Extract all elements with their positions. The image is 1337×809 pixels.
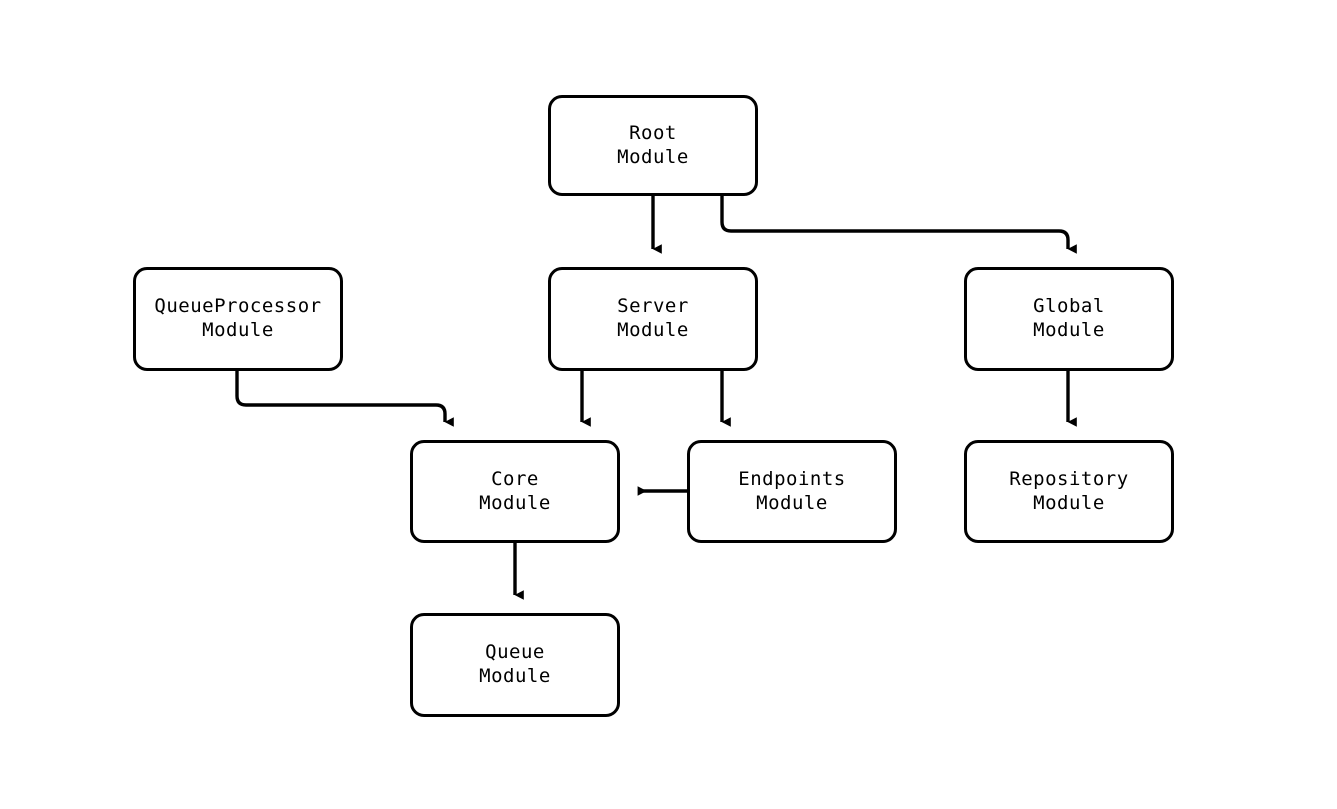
node-label-endpoints-module: Endpoints Module (738, 467, 846, 514)
node-label-core-module: Core Module (479, 467, 551, 514)
node-global-module[interactable]: Global Module (964, 267, 1174, 371)
node-label-queue-module: Queue Module (479, 641, 551, 687)
node-label-server-module: Server Module (617, 295, 689, 341)
node-label-repository-module: Repository Module (1009, 467, 1129, 514)
node-root-module[interactable]: Root Module (548, 95, 758, 196)
node-core-module[interactable]: Core Module (410, 440, 620, 543)
node-repository-module[interactable]: Repository Module (964, 440, 1174, 543)
edge-queueprocessor-to-core (235, 371, 454, 427)
node-queueprocessor-module[interactable]: QueueProcessor Module (133, 267, 343, 371)
node-server-module[interactable]: Server Module (548, 267, 758, 371)
node-endpoints-module[interactable]: Endpoints Module (687, 440, 897, 543)
node-label-global-module: Global Module (1033, 295, 1105, 341)
node-label-root-module: Root Module (617, 121, 689, 168)
node-queue-module[interactable]: Queue Module (410, 613, 620, 717)
edge-root-to-global (720, 196, 1077, 254)
node-label-queueprocessor-module: QueueProcessor Module (154, 295, 322, 341)
